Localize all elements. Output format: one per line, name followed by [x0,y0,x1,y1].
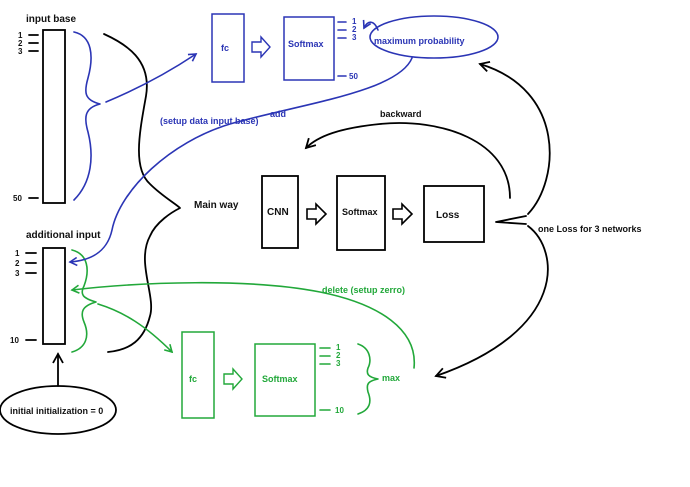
setup-data-label: (setup data input base) [160,116,259,126]
delete-arrow [70,281,415,369]
additional-input-tick-3: 3 [15,269,20,278]
input-base-brace [73,31,101,201]
backward-arrow [304,122,511,199]
top-tick-2: 2 [352,25,357,34]
bottom-fc-label: fc [189,374,197,384]
input-base-label: input base [26,14,76,25]
additional-input-tick-1: 1 [15,249,20,258]
bottom-softmax-box [254,343,316,417]
top-fc-to-softmax-arrow [251,35,271,59]
top-softmax-ticks: 1 2 3 50 [337,17,358,81]
max-prob-loop [369,15,499,59]
input-base-tick-2: 2 [18,39,23,48]
input-base-group: input base 1 2 3 50 [13,14,101,204]
bottom-branch-in-arrow [97,303,174,354]
additional-input-group: additional input 1 2 3 10 [10,230,101,353]
top-fc-box [211,13,245,83]
delete-label: delete (setup zerro) [322,285,405,295]
bottom-max-brace [357,343,379,415]
max-prob-hook-arrow [362,19,379,31]
input-base-tick-50: 50 [13,194,22,203]
loss-box [423,185,485,243]
input-base-ticks: 1 2 3 50 [13,31,39,203]
bottom-softmax-ticks: 1 2 3 10 [319,343,344,415]
add-label: add [270,109,286,119]
additional-input-vector [42,247,66,345]
additional-input-label: additional input [26,230,101,241]
main-softmax-label: Softmax [342,207,378,217]
max-prob-label: maximum probability [374,36,465,46]
top-softmax-label: Softmax [288,39,324,49]
loss-fork-lines [495,215,527,225]
cnn-box [261,175,299,249]
main-softmax-box [336,175,386,251]
bottom-tick-2: 2 [336,351,341,360]
bottom-tick-10: 10 [335,406,344,415]
additional-input-ticks: 1 2 3 10 [10,249,37,345]
one-loss-label: one Loss for 3 networks [538,224,642,234]
cnn-to-softmax-arrow [306,202,328,226]
additional-input-brace [71,249,97,353]
softmax-to-loss-arrow [392,202,414,226]
bottom-tick-3: 3 [336,359,341,368]
additional-input-tick-10: 10 [10,336,19,345]
input-base-vector [42,29,66,204]
input-base-tick-3: 3 [18,47,23,56]
initial-init-group: initial initialization = 0 [0,352,117,435]
loss-label: Loss [436,210,460,221]
add-arrow [68,57,413,267]
top-tick-1: 1 [352,17,357,26]
bottom-softmax-label: Softmax [262,374,298,384]
cnn-label: CNN [267,207,289,218]
top-branch-in-arrow [105,53,198,103]
additional-input-tick-2: 2 [15,259,20,268]
backward-label: backward [380,109,422,119]
top-fc-label: fc [221,43,229,53]
top-branch-group: fc Softmax 1 2 3 50 maximum probability … [68,13,499,267]
loss-to-bottom-arrow [434,225,549,379]
main-way-group: CNN Softmax Loss backward one Loss for 3… [261,60,642,379]
bottom-max-label: max [382,373,400,383]
bottom-branch-group: fc Softmax 1 2 3 10 max delete (setup ze… [70,281,415,419]
top-tick-3: 3 [352,33,357,42]
main-way-brace [103,33,181,353]
bottom-fc-box [181,331,215,419]
top-tick-50: 50 [349,72,358,81]
bottom-tick-1: 1 [336,343,341,352]
initial-init-label: initial initialization = 0 [10,406,103,416]
top-softmax-box [283,16,335,81]
main-way-label: Main way [194,200,239,211]
input-base-tick-1: 1 [18,31,23,40]
loss-to-top-arrow [478,60,551,215]
bottom-fc-to-softmax-arrow [223,367,243,391]
